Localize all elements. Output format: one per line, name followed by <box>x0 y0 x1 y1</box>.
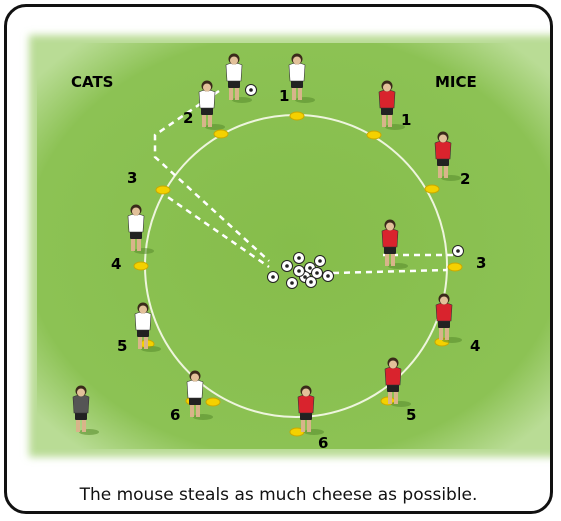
run-path-mouse-return <box>332 268 448 275</box>
cat-number-2: 2 <box>183 109 193 127</box>
cone <box>447 262 463 272</box>
cone <box>133 261 149 271</box>
ball <box>314 255 326 267</box>
run-path-cat2 <box>153 89 270 262</box>
mouse-number-2: 2 <box>460 170 470 188</box>
cone <box>366 130 382 140</box>
mouse-player-3 <box>435 293 462 343</box>
mouse-player-5 <box>297 385 324 435</box>
pitch-diagram: CATS MICE 1 2 3 4 5 6 1 2 3 4 5 6 <box>29 35 550 457</box>
ball <box>293 265 305 277</box>
player-numbers: 1 2 3 4 5 6 1 2 3 4 5 6 <box>111 87 486 452</box>
cat-number-4: 4 <box>111 255 121 273</box>
ball <box>293 252 305 264</box>
run-paths <box>153 89 453 275</box>
cat-player-2 <box>225 53 252 103</box>
ball <box>245 84 257 96</box>
cat-number-6: 6 <box>170 406 180 424</box>
cat-player-4 <box>127 204 154 254</box>
diagram-card: CATS MICE 1 2 3 4 5 6 1 2 3 4 5 6 The mouse steals … <box>4 4 553 514</box>
cone <box>289 111 305 121</box>
cone <box>155 185 171 195</box>
ball <box>322 270 334 282</box>
coach <box>72 385 99 435</box>
cone <box>424 184 440 194</box>
cone <box>213 129 229 139</box>
mouse-number-4: 4 <box>470 337 480 355</box>
cat-player-6 <box>186 370 213 420</box>
cat-number-3: 3 <box>127 169 137 187</box>
caption: The mouse steals as much cheese as possi… <box>79 485 478 505</box>
ball <box>286 277 298 289</box>
cheese-ball-pile <box>245 84 464 289</box>
mouse-player-1 <box>378 80 405 130</box>
ball <box>452 245 464 257</box>
mouse-player-2 <box>434 131 461 181</box>
cat-player-3 <box>198 80 225 130</box>
mouse-player-6 <box>381 219 408 269</box>
mouse-number-6: 6 <box>318 434 328 452</box>
mouse-player-4 <box>384 357 411 407</box>
run-path-cat3 <box>158 189 270 269</box>
ball <box>311 267 323 279</box>
mouse-number-5: 5 <box>406 406 416 424</box>
ball <box>281 260 293 272</box>
ball <box>267 271 279 283</box>
mice-label: MICE <box>435 73 477 91</box>
pitch-field <box>37 43 550 449</box>
cat-number-5: 5 <box>117 337 127 355</box>
cat-player-5 <box>134 302 161 352</box>
cat-number-1: 1 <box>279 87 289 105</box>
players <box>72 53 462 435</box>
cat-player-1 <box>288 53 315 103</box>
cone <box>205 397 221 407</box>
ball <box>305 276 317 288</box>
mouse-number-1: 1 <box>401 111 411 129</box>
mouse-number-3: 3 <box>476 254 486 272</box>
cats-label: CATS <box>71 73 114 91</box>
